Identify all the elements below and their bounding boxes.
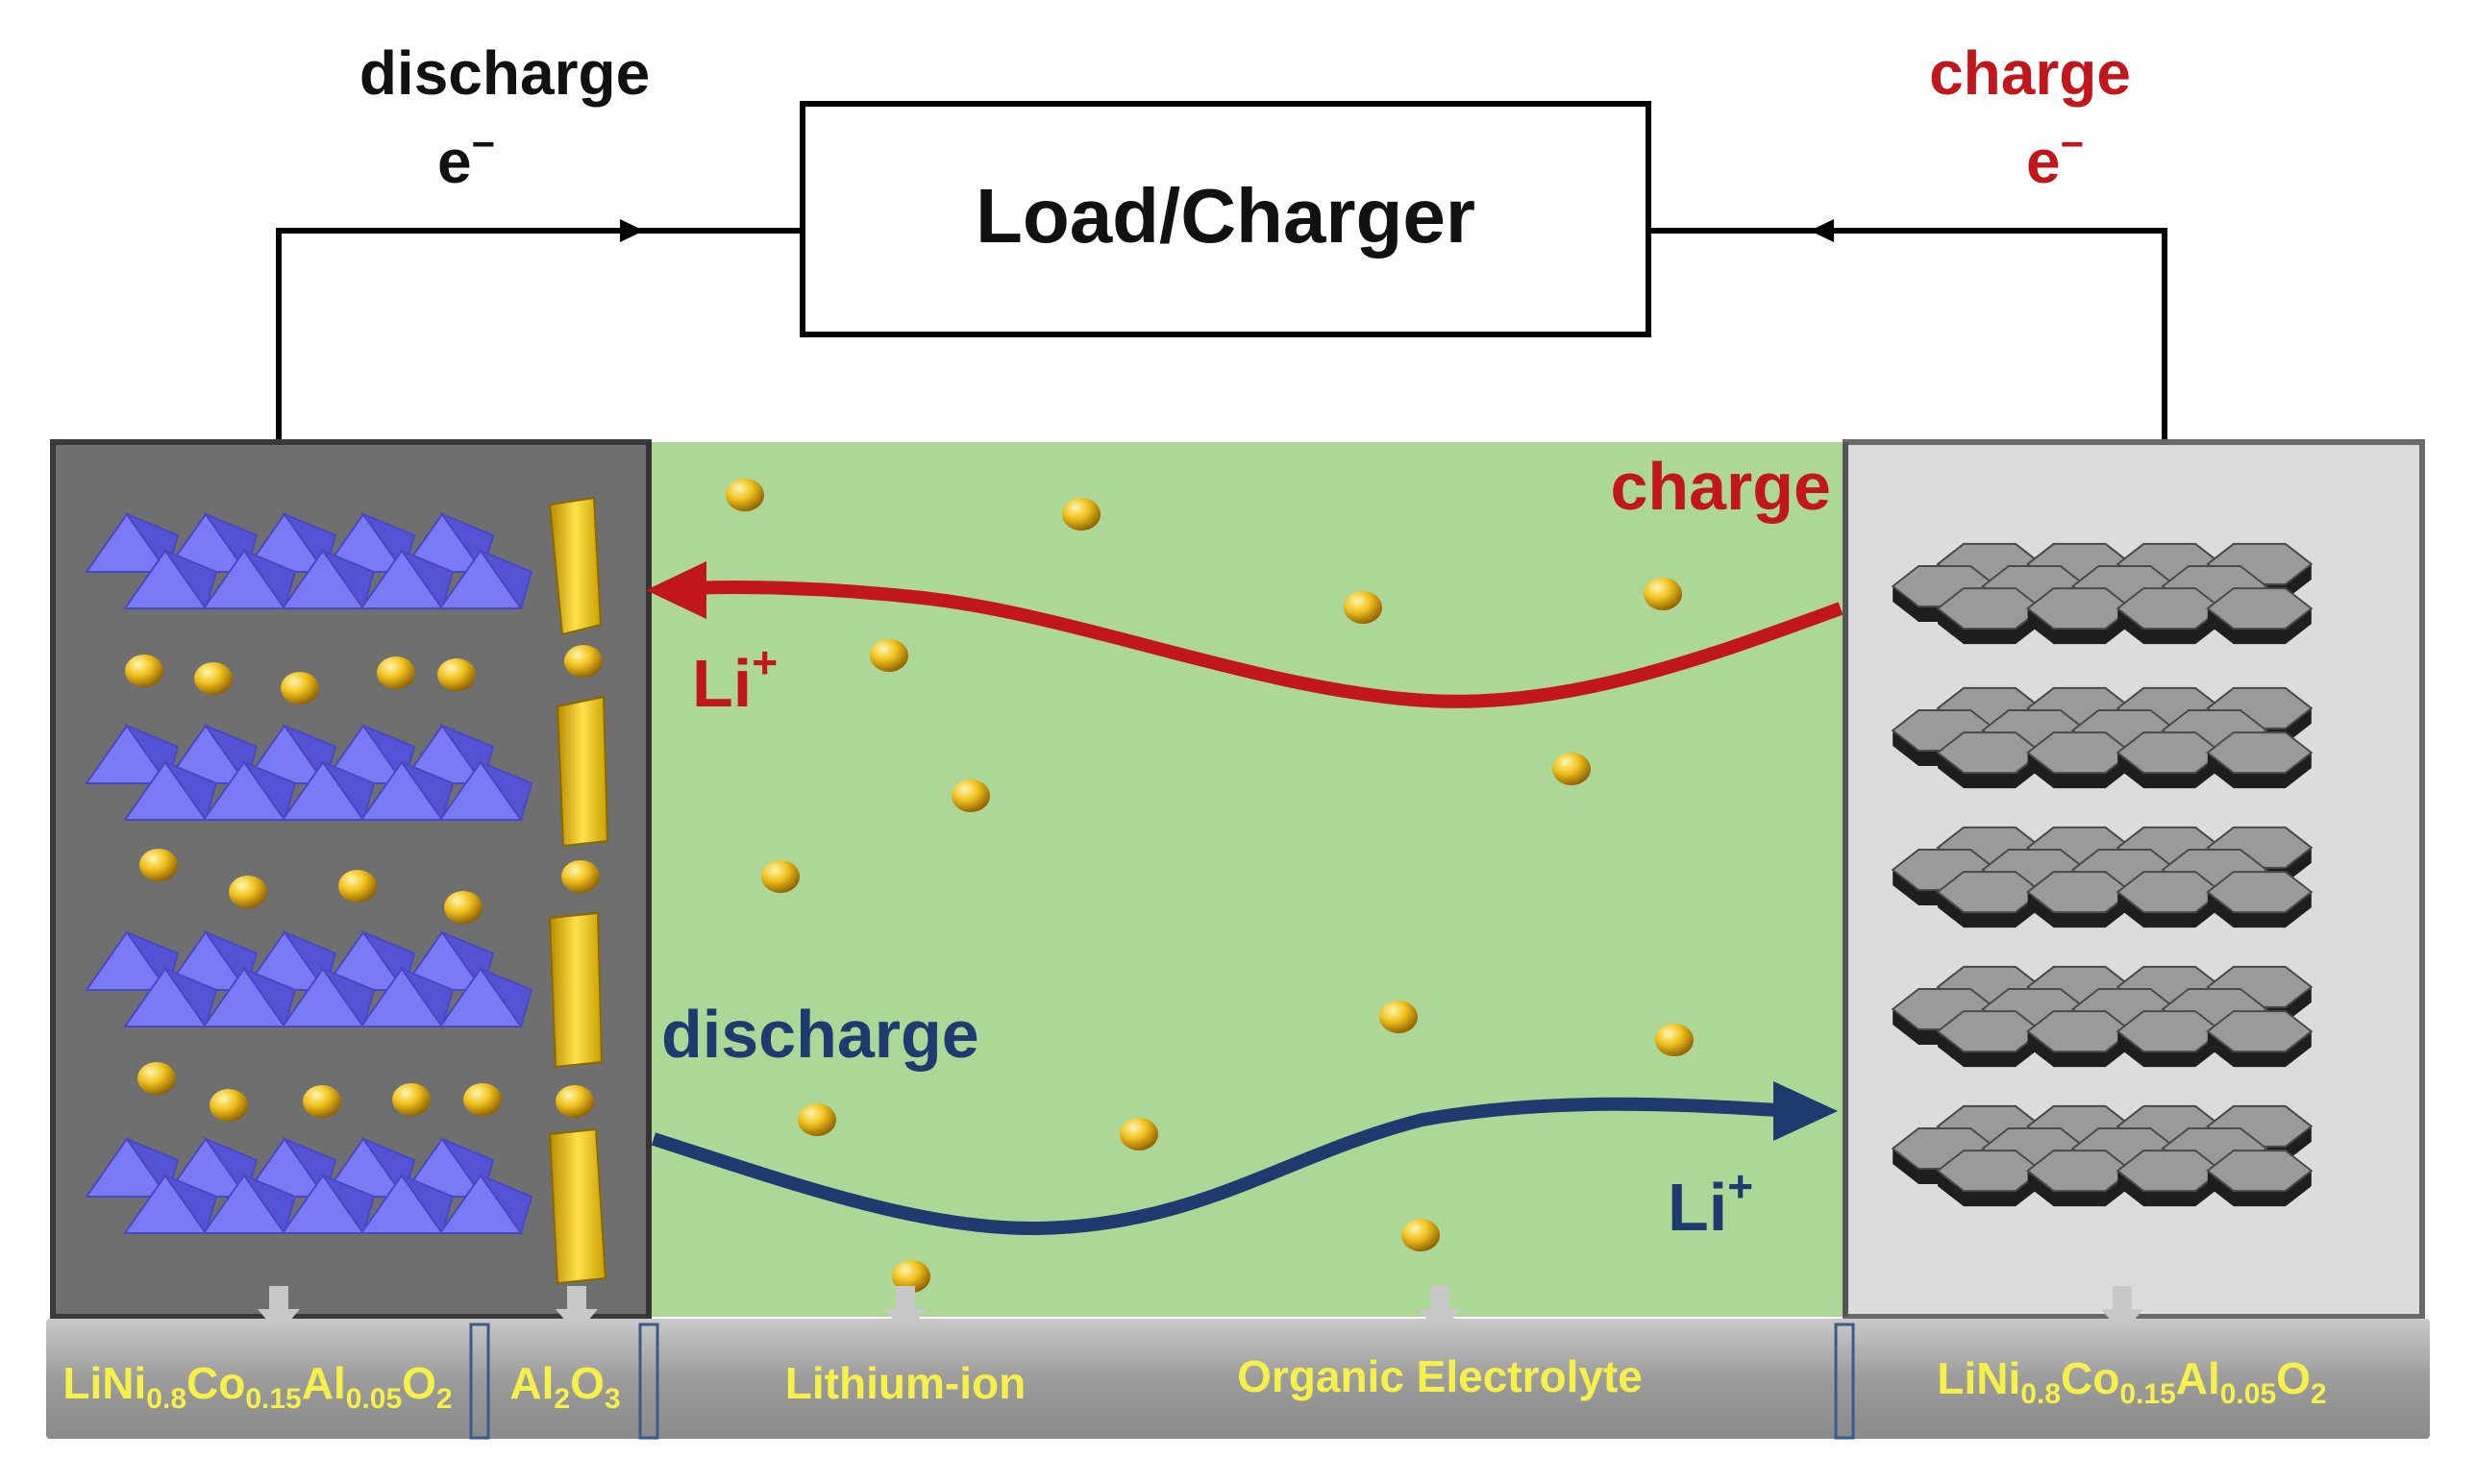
discharge-arrowhead-icon <box>1773 1081 1838 1141</box>
lithium-ion-sphere-icon <box>556 1085 594 1118</box>
alumina-coating-icon <box>556 695 609 848</box>
lithium-ion-sphere-icon <box>1401 1219 1440 1251</box>
lithium-ion-sphere-icon <box>125 655 163 687</box>
lithium-ion-sphere-icon <box>1120 1118 1158 1150</box>
bottom-label-bar: LiNi0.8Co0.15Al0.05O2 Al2O3 Lithium-ion … <box>46 1319 2430 1440</box>
lithium-ion-sphere-icon <box>1344 591 1382 624</box>
lithium-ion-sphere-icon <box>1552 753 1591 785</box>
lithium-ion-sphere-icon <box>338 870 377 903</box>
lithium-ion-sphere-icon <box>303 1085 341 1118</box>
bar-divider <box>469 1323 490 1440</box>
lithium-ion-label: Lithium-ion <box>785 1358 1026 1408</box>
pointer-arrows <box>258 1286 2143 1334</box>
lithium-ion-sphere-icon <box>437 658 476 691</box>
discharge-arrow-label: discharge <box>661 997 979 1072</box>
charge-electron-label: e− <box>2026 121 2084 196</box>
load-charger-label: Load/Charger <box>976 173 1475 259</box>
bar-divider <box>1834 1323 1855 1440</box>
discharge-top-label: discharge <box>359 38 650 108</box>
external-circuit <box>276 219 2167 440</box>
lithium-ion-sphere-icon <box>798 1103 836 1136</box>
octahedral-layer-icon <box>85 511 533 611</box>
pointer-arrow-icon <box>258 1286 300 1334</box>
lithium-ion-sphere-icon <box>139 849 178 881</box>
charge-electron-arrow-icon <box>1810 219 1834 242</box>
lithium-ion-sphere-icon <box>952 779 990 812</box>
lithium-ion-sphere-icon <box>194 662 233 695</box>
lithium-ion-sphere-icon <box>870 639 908 672</box>
discharge-arrow <box>651 1097 1779 1236</box>
lithium-ion-sphere-icon <box>463 1083 502 1116</box>
octahedral-layer-icon <box>85 929 533 1029</box>
charge-arrowhead-icon <box>646 561 706 619</box>
lithium-ion-sphere-icon <box>761 860 800 893</box>
lithium-ion-sphere-icon <box>444 891 483 924</box>
lithium-ion-sphere-icon <box>1379 1001 1418 1033</box>
lithium-ion-sphere-icon <box>561 860 600 893</box>
alumina-coating <box>548 496 609 1285</box>
charge-arrow-label: charge <box>1610 449 1831 524</box>
lithium-ion-sphere-icon <box>229 876 267 908</box>
lithium-ion-sphere-icon <box>892 1260 930 1293</box>
pointer-arrow-icon <box>884 1286 927 1334</box>
charge-li-ion-label: Li+ <box>692 637 778 721</box>
graphite-sheet-icon <box>1891 826 2314 928</box>
cathode-layers <box>85 511 533 1236</box>
octahedral-layer-icon <box>85 1136 533 1236</box>
load-charger-box <box>800 101 1651 337</box>
lithium-ions <box>125 479 1694 1293</box>
bar-divider <box>638 1323 659 1440</box>
anode-formula-label: LiNi0.8Co0.15Al0.05O2 <box>1937 1353 2326 1410</box>
lithium-ion-sphere-icon <box>564 645 603 678</box>
charge-top-label: charge <box>1929 38 2131 108</box>
discharge-electron-label: e− <box>437 121 495 196</box>
alumina-coating-icon <box>548 911 604 1069</box>
alumina-coating-icon <box>548 1127 607 1285</box>
lithium-ion-sphere-icon <box>1644 578 1682 610</box>
graphite-sheet-icon <box>1891 686 2314 789</box>
lithium-ion-sphere-icon <box>281 672 319 705</box>
lithium-ion-sphere-icon <box>1062 498 1101 531</box>
charge-arrow <box>691 581 1844 708</box>
bottom-bar-background <box>46 1319 2430 1439</box>
pointer-arrow-icon <box>1419 1286 1461 1334</box>
octahedral-layer-icon <box>85 723 533 823</box>
electrolyte-label: Organic Electrolyte <box>1237 1351 1643 1401</box>
lithium-ion-sphere-icon <box>377 656 415 689</box>
pointer-arrow-icon <box>2101 1286 2143 1334</box>
graphite-sheet-icon <box>1891 1104 2314 1207</box>
lithium-ion-sphere-icon <box>210 1089 248 1122</box>
alumina-coating-icon <box>548 496 603 636</box>
lithium-ion-sphere-icon <box>137 1062 176 1095</box>
discharge-electron-arrow-icon <box>620 219 644 242</box>
pointer-arrow-icon <box>556 1286 598 1334</box>
coating-formula-label: Al2O3 <box>509 1358 620 1415</box>
cathode-formula-label: LiNi0.8Co0.15Al0.05O2 <box>62 1358 452 1415</box>
lithium-ion-sphere-icon <box>1655 1024 1694 1056</box>
lithium-ion-sphere-icon <box>392 1083 431 1116</box>
graphite-sheet-icon <box>1891 965 2314 1068</box>
graphite-sheet-icon <box>1891 542 2314 645</box>
anode-graphite-sheets <box>1891 542 2314 1207</box>
lithium-ion-sphere-icon <box>726 479 764 511</box>
discharge-li-ion-label: Li+ <box>1668 1161 1753 1245</box>
